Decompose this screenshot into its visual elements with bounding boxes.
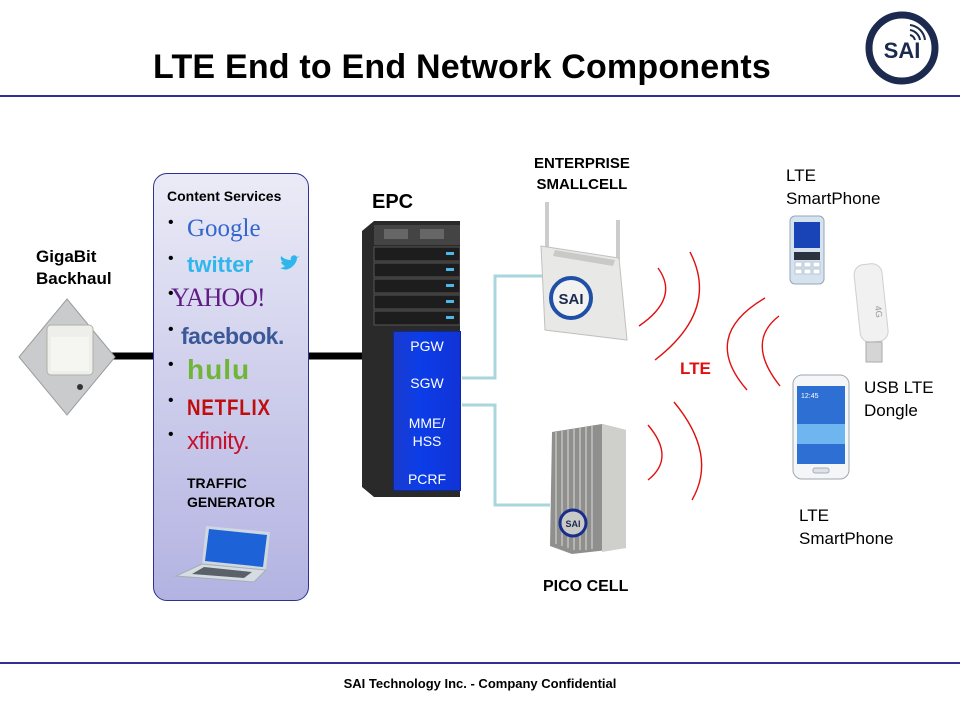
footer-divider — [0, 662, 960, 664]
radio-wave — [726, 297, 766, 391]
hulu-logo: hulu — [187, 354, 251, 385]
signal-arc — [909, 29, 921, 41]
phone1-label: LTE SmartPhone — [786, 166, 881, 208]
facebook-logo: facebook. — [181, 323, 284, 349]
logo-text: SAI — [884, 38, 921, 63]
epc-functions-panel: PGW SGW MME/ HSS PCRF — [393, 331, 461, 491]
epc-hss: HSS — [412, 433, 442, 449]
smartphone-icon: 12:45 — [792, 374, 850, 480]
laptop-icon — [174, 526, 270, 583]
epc-pcrf: PCRF — [407, 471, 447, 487]
feature-phone-icon — [789, 215, 825, 285]
epc-label: EPC — [372, 191, 414, 213]
pico-cell-icon: SAI — [550, 424, 626, 554]
phone2-label: LTE SmartPhone — [799, 506, 894, 548]
lte-air-label: LTE — [680, 359, 711, 378]
xfinity-logo: xfinity. — [187, 428, 250, 455]
smallcell-badge: SAI — [558, 291, 583, 308]
usb-dongle-label: USB LTE Dongle — [864, 378, 934, 420]
pico-cell-label: PICO CELL — [543, 578, 629, 595]
twitter-bird-icon — [280, 255, 300, 270]
radio-wave — [673, 401, 703, 501]
dongle-4g-text: 4G — [873, 305, 884, 318]
radio-wave — [638, 267, 667, 327]
content-services-panel: Content Services • Google • twitter • YA… — [153, 173, 309, 601]
enterprise-smallcell-label: ENTERPRISE SMALLCELL — [534, 155, 630, 193]
epc-sgw: SGW — [410, 375, 444, 391]
backhaul-label: GigaBit Backhaul — [36, 247, 112, 288]
radio-wave — [761, 315, 781, 387]
backhaul-antenna-icon — [18, 298, 116, 416]
yahoo-logo: YAHOO! — [171, 283, 266, 312]
traffic-generator-label: TRAFFIC GENERATOR — [187, 475, 276, 510]
epc-to-smallcell-link — [462, 274, 542, 380]
signal-arc — [909, 34, 916, 41]
signal-arc — [909, 24, 926, 41]
content-services-title: Content Services — [167, 188, 282, 204]
footer-text: SAI Technology Inc. - Company Confidenti… — [343, 676, 617, 691]
header-divider — [0, 95, 960, 97]
usb-dongle-icon: 4G — [853, 263, 889, 363]
enterprise-smallcell-icon: SAI — [540, 202, 628, 341]
pico-badge: SAI — [565, 519, 580, 529]
epc-mme: MME/ — [408, 415, 446, 431]
epc-pgw: PGW — [410, 338, 444, 354]
radio-wave — [654, 251, 701, 361]
radio-wave — [647, 424, 663, 481]
google-logo: Google — [187, 215, 261, 242]
netflix-logo: NETFLIX — [187, 395, 271, 420]
smartphone-time: 12:45 — [801, 393, 819, 400]
page-title: LTE End to End Network Components — [153, 48, 771, 86]
twitter-logo: twitter — [187, 252, 253, 277]
sai-logo: SAI — [865, 11, 939, 85]
epc-to-picocell-link — [462, 403, 550, 507]
